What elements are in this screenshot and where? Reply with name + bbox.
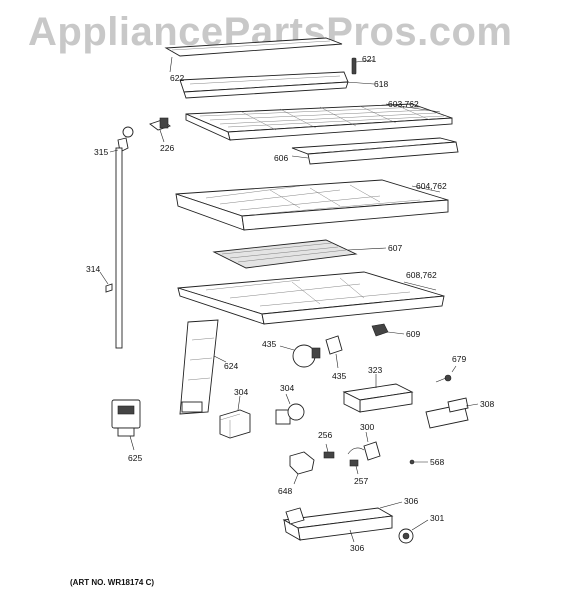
part-621-clip	[351, 57, 375, 75]
callout-226: 226	[160, 143, 175, 153]
part-304-knob	[275, 393, 305, 425]
callout-256: 256	[318, 430, 333, 440]
callout-648: 648	[278, 486, 293, 496]
callout-315: 315	[94, 147, 109, 157]
part-304-box	[219, 395, 251, 439]
callout-314: 314	[86, 264, 101, 274]
callout-435-socket: 435	[332, 371, 347, 381]
part-648	[289, 451, 315, 485]
callout-308: 308	[480, 399, 495, 409]
part-226	[149, 117, 171, 143]
art-number: (ART NO. WR18174 C)	[70, 578, 155, 587]
part-435-socket	[325, 335, 343, 369]
callout-257: 257	[354, 476, 369, 486]
callout-621: 621	[362, 54, 377, 64]
part-607-insert	[212, 239, 387, 269]
part-618-mullion	[179, 71, 375, 99]
callout-622: 622	[170, 73, 185, 83]
callout-306-bottom: 306	[350, 543, 365, 553]
part-300	[347, 431, 381, 461]
part-308-bracket	[425, 397, 479, 429]
part-622-trim	[164, 37, 343, 73]
part-256	[323, 443, 335, 459]
callout-609: 609	[406, 329, 421, 339]
part-314-315-rod	[99, 126, 134, 349]
callout-435-bulb: 435	[262, 339, 277, 349]
callout-300: 300	[360, 422, 375, 432]
callout-624: 624	[224, 361, 239, 371]
part-301	[398, 519, 429, 544]
callout-608: 608,762	[406, 270, 437, 280]
callout-606: 606	[274, 153, 289, 163]
part-603-shelf	[185, 103, 453, 141]
part-568-screw	[409, 459, 428, 465]
part-606-cover-front	[291, 137, 459, 165]
part-679-screw	[435, 365, 457, 383]
callout-323: 323	[368, 365, 383, 375]
callout-607: 607	[388, 243, 403, 253]
callout-306-top: 306	[404, 496, 419, 506]
part-435-bulb	[279, 344, 321, 368]
part-323-bracket	[342, 374, 414, 413]
callout-618: 618	[374, 79, 389, 89]
callout-301: 301	[430, 513, 445, 523]
callout-604: 604,762	[416, 181, 447, 191]
part-306-bracket	[282, 501, 403, 543]
part-625	[111, 399, 141, 451]
callout-679: 679	[452, 354, 467, 364]
callout-625: 625	[128, 453, 143, 463]
part-257	[349, 459, 359, 475]
part-604-cover	[175, 179, 449, 231]
callout-304-box: 304	[234, 387, 249, 397]
part-608-pan-shelf	[177, 271, 445, 325]
callout-568: 568	[430, 457, 445, 467]
callout-603: 603,762	[388, 99, 419, 109]
part-624-panel	[179, 319, 227, 415]
part-609	[371, 323, 405, 337]
callout-304-knob: 304	[280, 383, 295, 393]
